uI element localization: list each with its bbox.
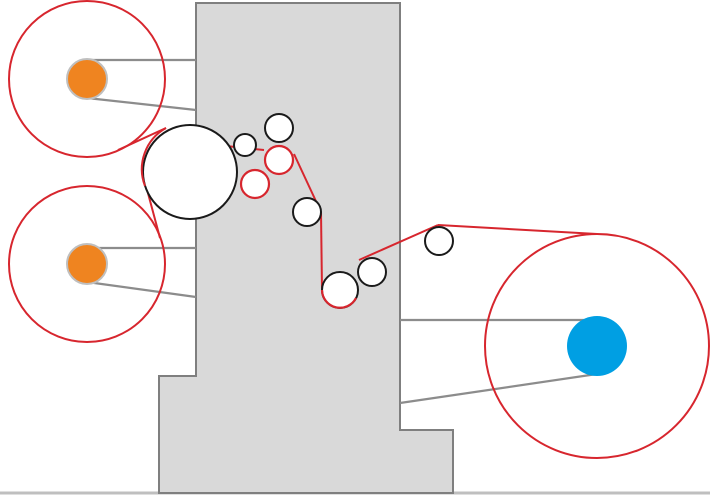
web-to-low-roller (320, 211, 323, 291)
guide-roller-right (424, 226, 454, 256)
web-path (117, 127, 598, 291)
guide-rollers (233, 113, 454, 309)
rewind-reel (484, 233, 710, 459)
splice-drum-web-wrap (140, 127, 167, 187)
unwind-core-lower (66, 243, 108, 285)
web-to-rewind-top (437, 224, 598, 235)
guide-roller-top-right (264, 113, 294, 143)
unwind-reel-upper (8, 0, 166, 158)
support-arms (86, 58, 598, 405)
lower-unwind-arm-bottom (86, 280, 197, 299)
rewind-arm-bottom (399, 372, 598, 405)
guide-roller-web-upper (263, 144, 295, 176)
unwind-core-upper (66, 58, 108, 100)
guide-roller-low-right (357, 257, 387, 287)
guide-roller-low-left-wrap (320, 289, 357, 309)
rewind-core (567, 316, 627, 376)
web-rising (358, 224, 439, 261)
upper-unwind-arm-bottom (86, 96, 197, 112)
guide-roller-middle (292, 197, 322, 227)
unwind-reel-lower (8, 185, 166, 343)
splice-drum (142, 124, 238, 220)
machine-frame (158, 2, 454, 494)
guide-roller-web-lower (239, 168, 271, 200)
guide-roller-small-top (233, 133, 257, 157)
